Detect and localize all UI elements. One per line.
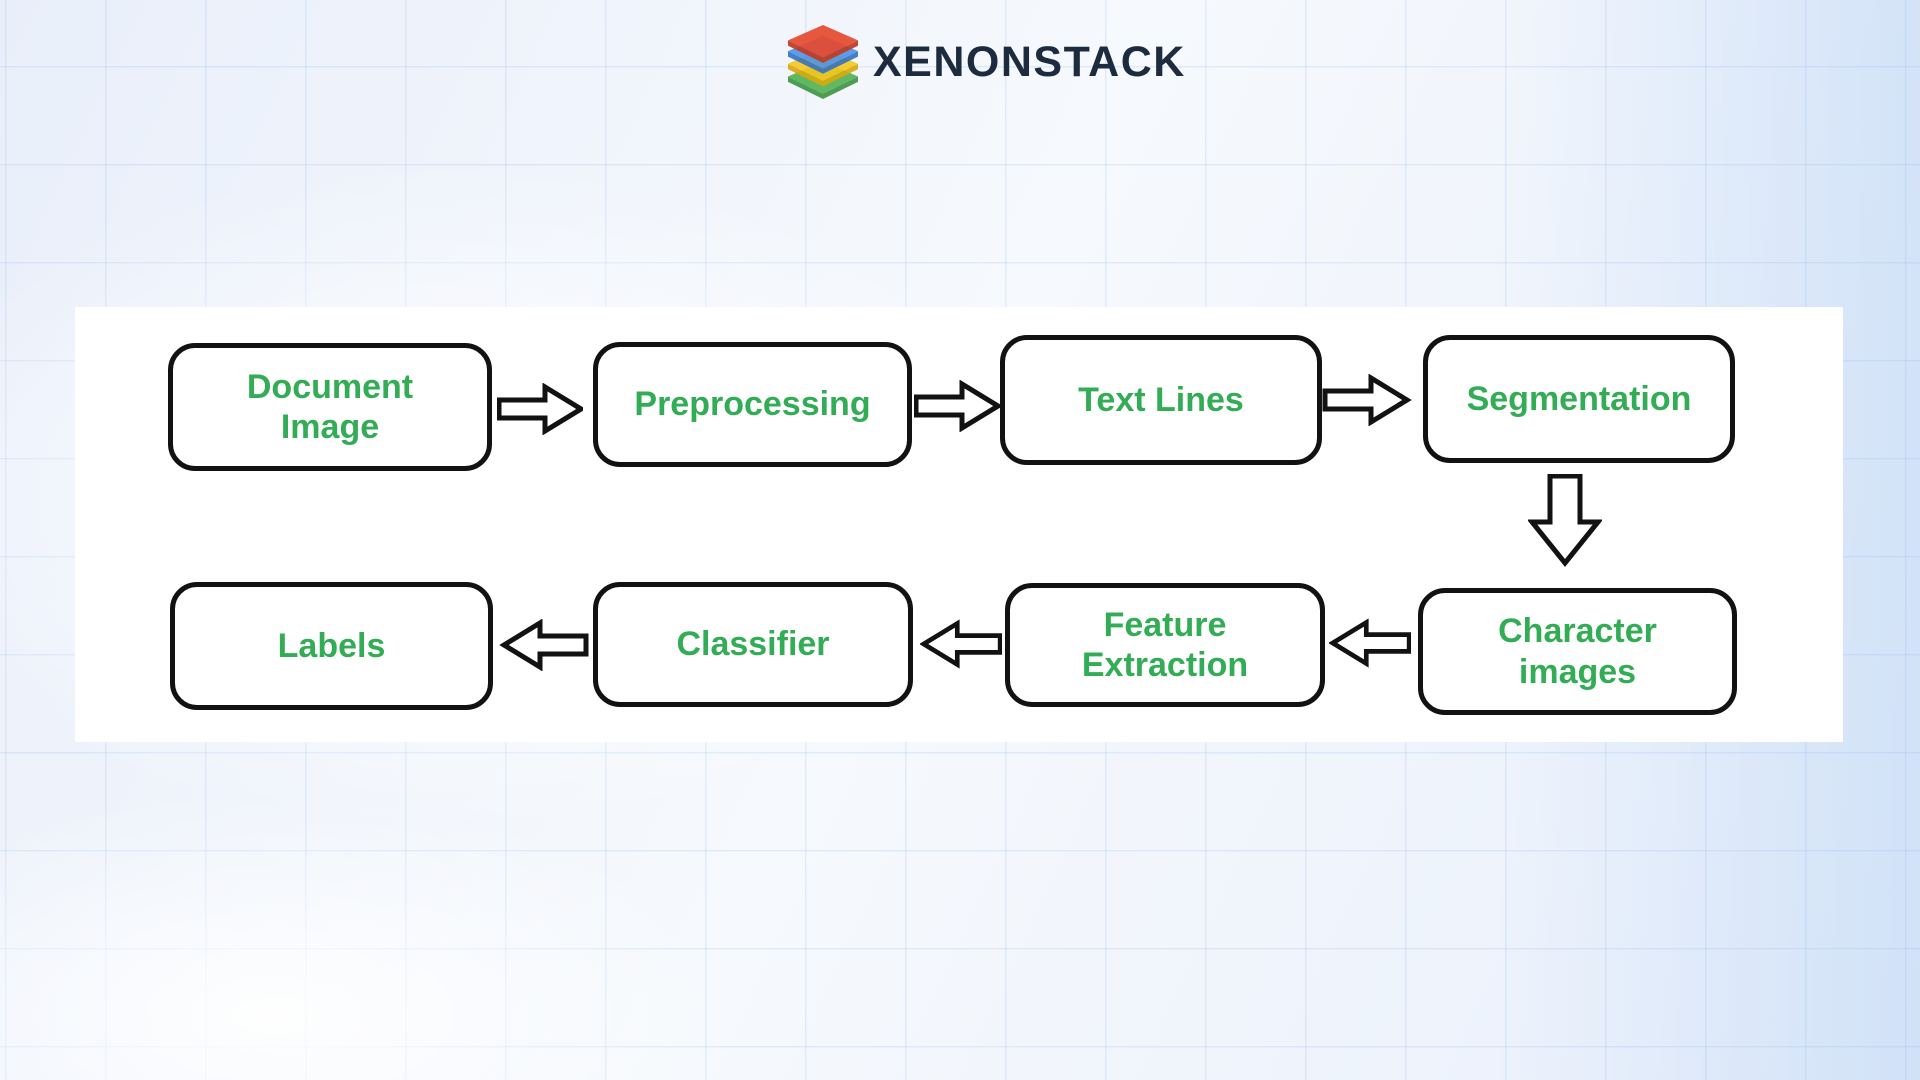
node-feature-extraction: Feature Extraction [1005,583,1325,707]
arrow-featureextraction-to-classifier-icon [920,618,1002,670]
arrow-classifier-to-labels-icon [499,619,589,671]
arrow-characterimages-to-featureextraction-icon [1329,617,1411,669]
node-segmentation: Segmentation [1423,335,1735,463]
node-character-images: Character images [1418,588,1737,715]
node-document-image: Document Image [168,343,492,471]
node-labels: Labels [170,582,493,710]
brand-name: XENONSTACK [873,37,1186,86]
node-text-lines: Text Lines [1000,335,1322,465]
arrow-document-to-preprocessing-icon [497,383,583,435]
node-classifier: Classifier [593,582,913,707]
node-preprocessing: Preprocessing [593,342,912,467]
stacked-layers-logo-icon [788,25,858,99]
arrow-segmentation-to-characterimages-icon [1528,474,1602,567]
arrow-textlines-to-segmentation-icon [1320,374,1412,426]
xenonstack-logo: XENONSTACK [788,22,1186,102]
arrow-preprocessing-to-textlines-icon [914,380,1000,432]
